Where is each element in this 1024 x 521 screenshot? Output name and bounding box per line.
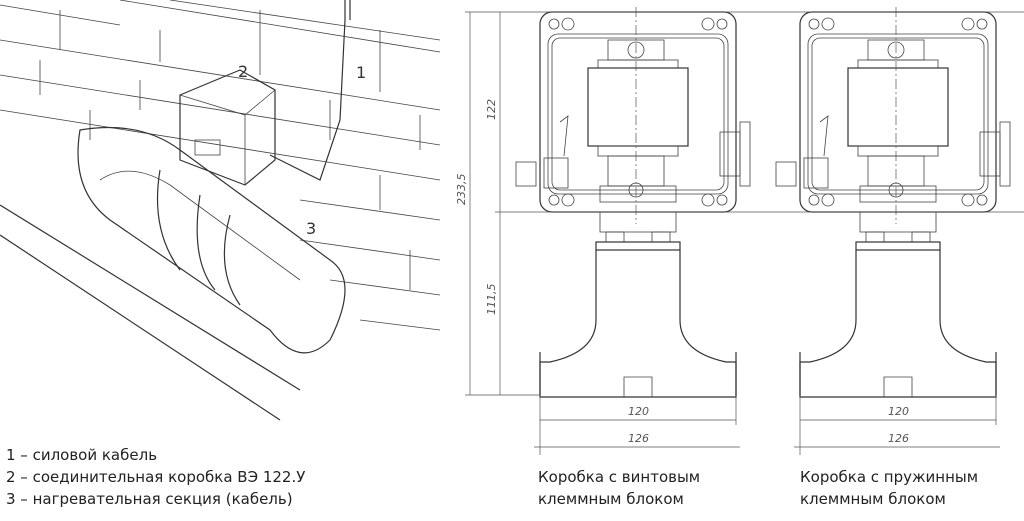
legend: 1 – силовой кабель 2 – соединительная ко… — [6, 444, 305, 510]
spring-terminal-box-drawing — [775, 6, 1011, 398]
caption-line: Коробка с винтовым — [538, 468, 701, 486]
dim-total-height: 233,5 — [455, 174, 468, 206]
legend-item: 2 – соединительная коробка ВЭ 122.У — [6, 468, 306, 486]
callout-3: 3 — [306, 219, 316, 238]
callout-1: 1 — [356, 63, 366, 82]
dim-inner-width-1: 120 — [628, 405, 649, 418]
dim-tee-height: 111,5 — [485, 284, 498, 316]
installation-illustration: 2 1 3 — [0, 0, 441, 421]
caption-line: клеммным блоком — [538, 490, 684, 508]
screw-terminal-box-drawing — [515, 6, 751, 398]
callout-2: 2 — [238, 62, 248, 81]
caption-line: Коробка с пружинным — [800, 468, 979, 486]
dim-inner-width-2: 120 — [888, 405, 909, 418]
caption-spring-box: Коробка с пружинным клеммным блоком — [800, 466, 978, 510]
dimension-lines — [465, 11, 1024, 455]
dim-outer-width-1: 126 — [628, 432, 649, 445]
caption-line: клеммным блоком — [800, 490, 946, 508]
caption-screw-box: Коробка с винтовым клеммным блоком — [538, 466, 700, 510]
dim-box-height: 122 — [485, 99, 498, 120]
legend-item: 3 – нагревательная секция (кабель) — [6, 490, 293, 508]
dim-outer-width-2: 126 — [888, 432, 909, 445]
legend-item: 1 – силовой кабель — [6, 446, 158, 464]
